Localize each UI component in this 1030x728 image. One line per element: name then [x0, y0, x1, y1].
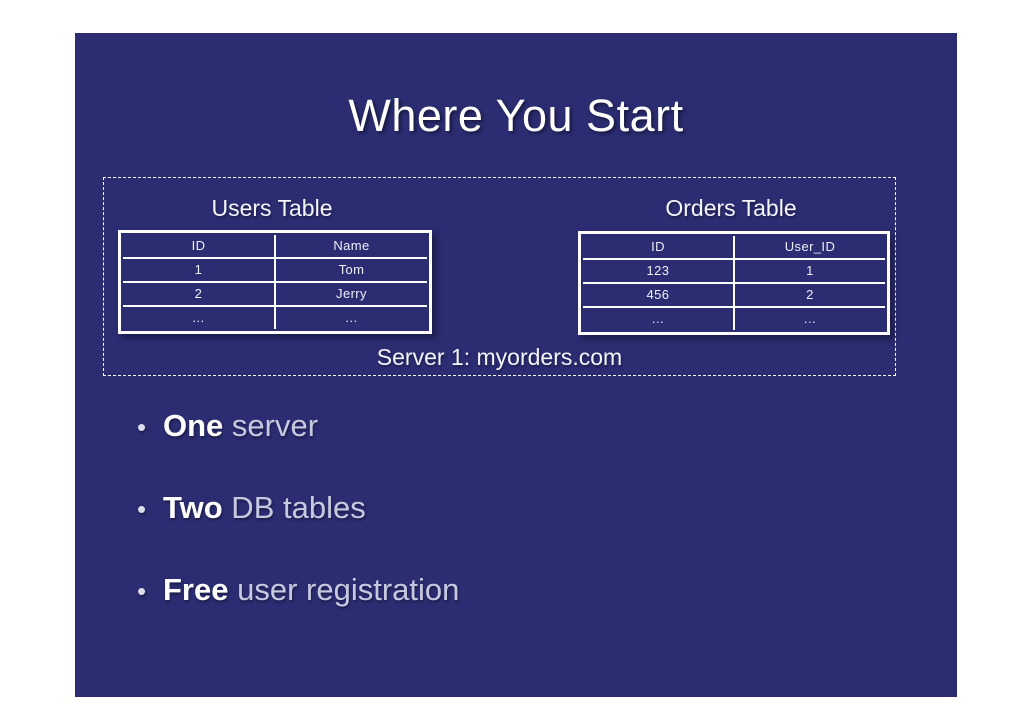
orders-table-grid: ID User_ID 123 1 456 2 … … [583, 236, 885, 330]
table-row: 123 1 [583, 258, 885, 282]
bullet-text-bold: Free [163, 572, 229, 607]
table-cell: 1 [733, 260, 885, 282]
orders-header-id: ID [651, 239, 665, 254]
bullet-icon: • [137, 494, 147, 524]
table-header-row: ID User_ID [583, 236, 885, 258]
table-cell: 2 [194, 286, 203, 301]
slide-title: Where You Start [348, 90, 684, 141]
bullet-text: user registration [228, 572, 460, 607]
table-cell: … [191, 310, 206, 325]
table-cell: … [733, 308, 885, 330]
bullet-icon: • [137, 576, 147, 606]
bullet-item: • One server [137, 407, 897, 445]
table-cell: 123 [646, 263, 670, 278]
bullet-icon: • [137, 412, 147, 442]
users-table: ID Name 1 Tom 2 Jerry … … [118, 230, 432, 334]
table-cell: 456 [646, 287, 670, 302]
server-label: Server 1: myorders.com [376, 344, 623, 370]
orders-table-caption: Orders Table [665, 195, 797, 221]
server-boundary-box: Users Table ID Name 1 Tom 2 Jerry … … [103, 177, 896, 376]
table-row: 456 2 [583, 282, 885, 306]
table-cell: Tom [274, 259, 427, 281]
table-header-row: ID Name [123, 235, 427, 257]
bullet-text-bold: One [163, 408, 224, 443]
table-row: 2 Jerry [123, 281, 427, 305]
bullet-text-bold: Two [163, 490, 223, 525]
bullet-text: DB tables [222, 490, 366, 525]
table-cell: … [274, 307, 427, 329]
bullet-item: • Free user registration [137, 571, 897, 609]
bullet-item: • Two DB tables [137, 489, 897, 527]
orders-header-userid: User_ID [733, 236, 885, 258]
table-row: … … [123, 305, 427, 329]
table-cell: … [651, 311, 665, 326]
table-row: 1 Tom [123, 257, 427, 281]
table-cell: 2 [733, 284, 885, 306]
table-cell: Jerry [274, 283, 427, 305]
orders-table: ID User_ID 123 1 456 2 … … [578, 231, 890, 335]
table-cell: 1 [194, 262, 203, 277]
users-header-name: Name [274, 235, 427, 257]
slide: Where You Start Users Table ID Name 1 To… [75, 33, 957, 697]
table-row: … … [583, 306, 885, 330]
users-table-caption: Users Table [211, 195, 333, 221]
users-table-grid: ID Name 1 Tom 2 Jerry … … [123, 235, 427, 329]
bullet-list: • One server • Two DB tables • Free user re… [137, 407, 897, 653]
users-header-id: ID [191, 238, 206, 253]
bullet-text: server [223, 408, 319, 443]
